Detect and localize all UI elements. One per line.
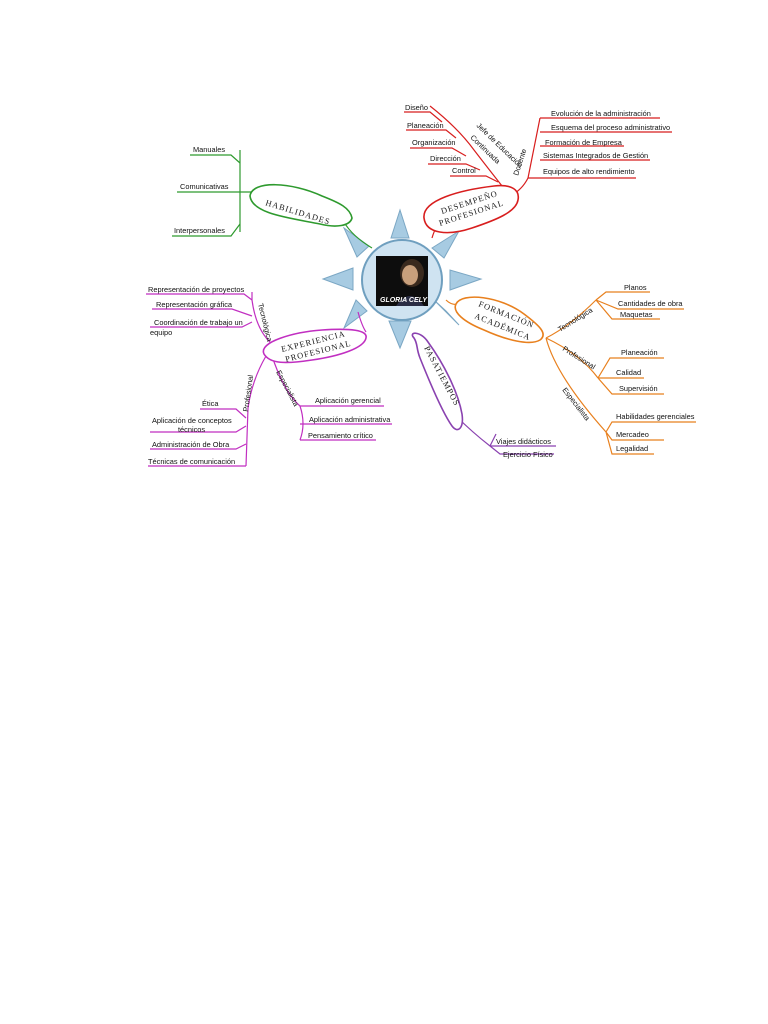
experiencia-tec-branch <box>251 292 273 345</box>
formacion-esp-item-mercadeo: Mercadeo <box>616 430 649 439</box>
desempeno-jefe-lines <box>404 111 499 183</box>
experiencia-tec-item-1: Representación de proyectos <box>148 285 244 294</box>
experiencia-pro-lines <box>148 408 247 467</box>
center-name: GLORIA CELY <box>380 297 428 304</box>
ray-top-right <box>431 230 460 259</box>
formacion-esp-item-habilidades: Habilidades gerenciales <box>616 412 695 421</box>
habilidades-underline-1 <box>190 154 241 164</box>
photo-face <box>402 265 418 285</box>
center-sun: GLORIA CELY <box>321 208 483 350</box>
experiencia-pro-item-etica: Ética <box>202 399 219 408</box>
experiencia-pro-item-aplicacion: Aplicación de conceptos <box>152 416 232 425</box>
experiencia-sub-especialista: Especialista <box>274 369 301 409</box>
ray-bottom-left <box>342 299 368 330</box>
formacion-esp-item-legalidad: Legalidad <box>616 444 648 453</box>
ray-bottom <box>388 320 412 350</box>
experiencia-esp-item-administrativa: Aplicación administrativa <box>309 415 391 424</box>
ray-top <box>390 208 410 239</box>
experiencia-pro-branch <box>245 355 267 467</box>
branch-formacion: FORMACIÓN ACADÉMICA Tecnológica Profesio… <box>445 283 696 455</box>
formacion-tec-item-maquetas: Maquetas <box>620 310 653 319</box>
experiencia-esp-item-critico: Pensamiento crítico <box>308 431 373 440</box>
experiencia-esp-item-gerencial: Aplicación gerencial <box>315 396 381 405</box>
experiencia-connector <box>357 311 367 333</box>
habilidades-underline-3 <box>172 223 241 237</box>
experiencia-tec-item-2: Representación gráfica <box>156 300 233 309</box>
formacion-sub-profesional: Profesional <box>561 344 597 371</box>
branch-desempeno: DESEMPEÑO PROFESIONAL Jefe de Educación … <box>404 103 672 239</box>
formacion-tec-item-cantidades: Cantidades de obra <box>618 299 683 308</box>
pasatiempos-bubble <box>411 332 464 431</box>
experiencia-pro-item-tecnicas: Técnicas de comunicación <box>148 457 235 466</box>
branch-habilidades: HABILIDADES Manuales Comunicativas Inter… <box>172 145 373 249</box>
desempeno-jefe-item-planeacion: Planeación <box>407 121 444 130</box>
habilidades-item-comunicativas: Comunicativas <box>180 182 229 191</box>
desempeno-bubble <box>423 184 520 234</box>
pasatiempos-stem <box>455 415 556 455</box>
formacion-bubble <box>454 296 544 344</box>
experiencia-pro-item-aplicacion-cont: técnicos <box>178 425 205 434</box>
experiencia-pro-item-administracion: Administración de Obra <box>152 440 230 449</box>
formacion-pro-item-planeacion: Planeación <box>621 348 658 357</box>
formacion-sub-especialista: Especialista <box>560 386 592 423</box>
experiencia-tec-item-3-cont: equipo <box>150 328 172 337</box>
sun-rays <box>321 208 483 350</box>
experiencia-sub-profesional: Profesional <box>241 374 255 412</box>
experiencia-bubble <box>262 328 367 364</box>
habilidades-bubble <box>249 183 353 227</box>
ray-bottom-right <box>433 299 460 326</box>
ray-left <box>321 267 354 291</box>
formacion-tec-item-planos: Planos <box>624 283 647 292</box>
formacion-esp-lines <box>605 421 696 455</box>
experiencia-tec-lines <box>146 293 253 328</box>
profile-photo <box>376 256 428 306</box>
habilidades-item-interpersonales: Interpersonales <box>174 226 225 235</box>
experiencia-esp-lines <box>300 405 392 441</box>
formacion-pro-item-supervision: Supervisión <box>619 384 658 393</box>
formacion-pro-lines <box>597 357 664 395</box>
desempeno-docente-item-2: Esquema del proceso administrativo <box>551 123 670 132</box>
desempeno-jefe-curve <box>429 105 511 197</box>
experiencia-sub-tecnologica: Tecnológica <box>256 302 274 343</box>
formacion-pro-item-calidad: Calidad <box>616 368 641 377</box>
photo-shoulders <box>396 296 424 306</box>
ray-right <box>449 269 483 291</box>
pasatiempos-item-viajes: Viajes didácticos <box>496 437 551 446</box>
ray-top-left <box>342 226 370 258</box>
branch-pasatiempos: PASATIEMPOS Viajes didácticos Ejercicio … <box>411 332 556 459</box>
desempeno-docente-item-1: Evolución de la administración <box>551 109 651 118</box>
desempeno-docente-item-4: Sistemas Integrados de Gestión <box>543 151 648 160</box>
desempeno-docente-item-5: Equipos de alto rendimiento <box>543 167 635 176</box>
formacion-stem <box>545 299 607 433</box>
desempeno-jefe-item-control: Control <box>452 166 476 175</box>
habilidades-item-manuales: Manuales <box>193 145 225 154</box>
formacion-sub-tecnologica: Tecnológica <box>556 305 595 334</box>
pasatiempos-item-ejercicio: Ejercicio Físico <box>503 450 553 459</box>
experiencia-tec-item-3: Coordinación de trabajo un <box>154 318 243 327</box>
desempeno-jefe-item-organizacion: Organización <box>412 138 456 147</box>
desempeno-docente-lines <box>540 117 672 179</box>
habilidades-stem <box>239 150 252 232</box>
formacion-tec-lines <box>595 291 684 320</box>
desempeno-jefe-item-direccion: Dirección <box>430 154 461 163</box>
desempeno-jefe-item-diseno: Diseño <box>405 103 428 112</box>
desempeno-docente-item-3: Formación de Empresa <box>545 138 623 147</box>
